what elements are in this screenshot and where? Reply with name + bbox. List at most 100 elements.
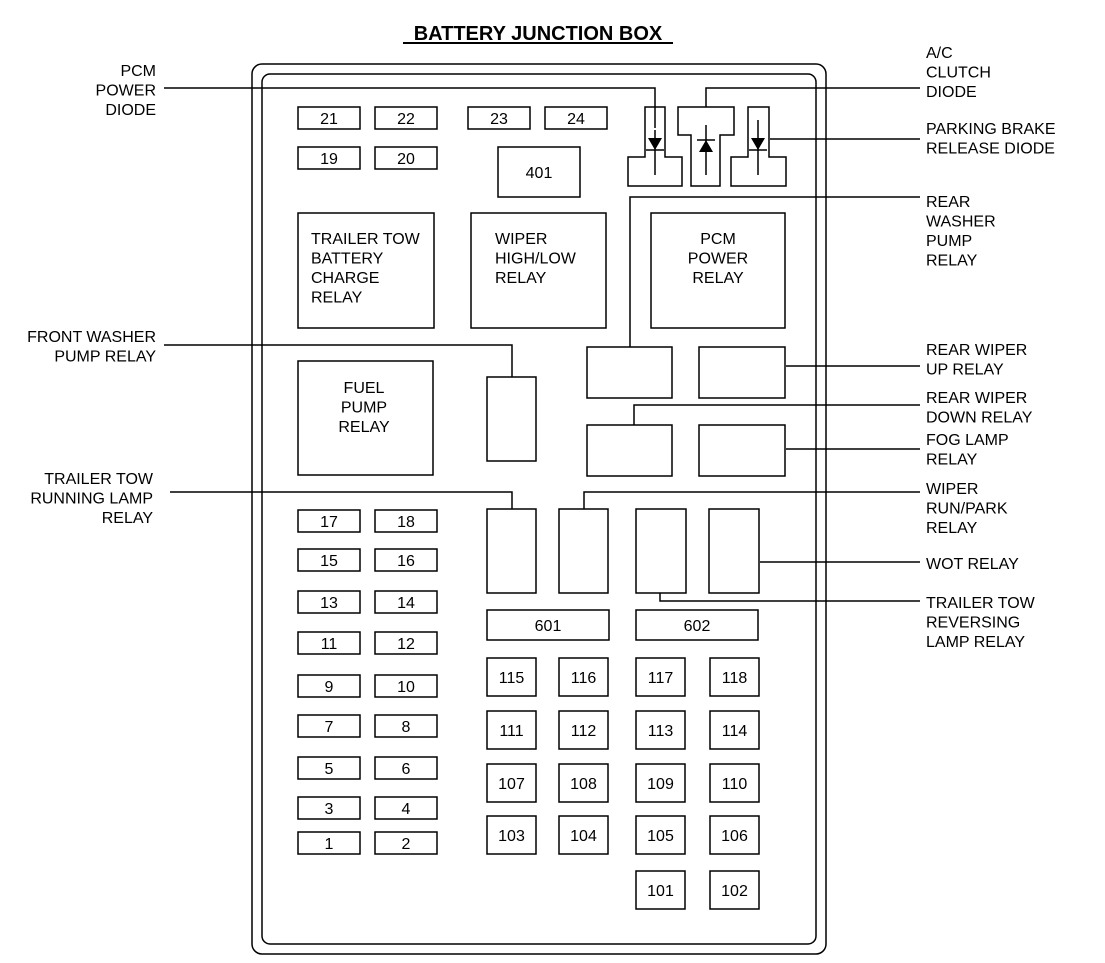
fuse-label: 2 [402,836,411,853]
leader-lines [164,87,920,602]
callout-label-line: REVERSING [926,615,1020,632]
fuse-24: 24 [544,106,608,130]
relay-label-line: TRAILER TOW [311,231,421,248]
fuse-box [558,710,609,750]
callout-label-line: TRAILER TOW [44,471,154,488]
callout-label-line: TRAILER TOW [926,595,1036,612]
callout-label-line: RELAY [926,253,978,270]
fuse-label: 18 [397,514,415,531]
fuse-box [635,657,686,697]
fuse-105: 105 [635,815,686,855]
callout-label-line: RELEASE DIODE [926,141,1055,158]
fuse-box [297,756,361,780]
fuse-401: 401 [497,146,581,198]
relay-label-line: FUEL [344,380,385,397]
fuse-109: 109 [635,763,686,803]
callout-label-line: PARKING BRAKE [926,121,1056,138]
fuse-116: 116 [558,657,609,697]
callout-label-line: RELAY [926,520,978,537]
trailer-tow-running-lamp-relay-box [486,508,537,594]
relay-box [297,212,435,329]
fuse-17: 17 [297,509,361,533]
fuse-label: 104 [570,828,597,845]
fog-lamp-relay-box [698,424,786,477]
callout-label-line: FOG LAMP [926,432,1009,449]
fuse-21: 21 [297,106,361,130]
fuse-label: 24 [567,111,585,128]
fuse-112: 112 [558,710,609,750]
callout-label-line: PUMP [926,233,972,250]
fuse-box [297,509,361,533]
fuse-label: 21 [320,111,338,128]
fuse-label: 11 [321,636,338,653]
fuse-box [374,631,438,655]
fuse-117: 117 [635,657,686,697]
fuse-box [558,815,609,855]
callout-parking-brake-release-diode: PARKING BRAKE RELEASE DIODE [926,121,1056,158]
callout-label-line: PCM [120,63,156,80]
fuse-box [558,763,609,803]
fuse-label: 1 [325,836,334,853]
fuse-113: 113 [635,710,686,750]
fuse-box [374,590,438,614]
fuse-label: 14 [397,595,415,612]
fuse-101: 101 [635,870,686,910]
wiper-run-park-relay-box [558,508,609,594]
callout-label-line: RELAY [926,452,978,469]
fuse-label: 401 [526,165,553,182]
fuse-box [635,870,686,910]
fuse-box [374,146,438,170]
callout-label-line: PUMP RELAY [54,349,156,366]
rear-washer-pump-relay-box [586,346,673,399]
callout-label-line: CLUTCH [926,65,991,82]
callout-label-line: DIODE [105,102,156,119]
fuse-5: 5 [297,756,361,780]
relay-label-line: CHARGE [311,270,379,287]
callout-label-line: WIPER [926,481,978,498]
callout-pcm-power-diode: PCM POWER DIODE [96,63,156,119]
fuse-box [486,657,537,697]
callout-label-line: POWER [96,83,156,100]
fuse-23: 23 [467,106,531,130]
fuse-box [709,815,760,855]
fuse-label: 103 [498,828,525,845]
fuse-118: 118 [709,657,760,697]
relay-label-line: POWER [688,251,748,268]
fuse-label: 601 [535,618,562,635]
fuse-13: 13 [297,590,361,614]
fuse-label: 114 [722,723,748,740]
relay-label-line: WIPER [495,231,547,248]
fuse-box [297,674,361,698]
callout-label-line: WOT RELAY [926,556,1019,573]
relay-label-line: PCM [700,231,736,248]
fuse-box [297,146,361,170]
relay-label-line: RELAY [495,270,547,287]
fuse-label: 22 [397,111,415,128]
parking-brake-release-diode-shape [730,106,787,187]
fuse-602: 602 [635,609,759,641]
fuse-label: 19 [320,151,338,168]
fuse-9: 9 [297,674,361,698]
callout-fog-lamp-relay: FOG LAMP RELAY [926,432,1009,469]
fuse-22: 22 [374,106,438,130]
fuse-box [297,590,361,614]
wot-relay-box [708,508,760,594]
fuse-label: 12 [397,636,415,653]
relay-label-line: HIGH/LOW [495,251,577,268]
callout-label-line: RELAY [102,510,154,527]
fuse-108: 108 [558,763,609,803]
fuse-107: 107 [486,763,537,803]
callout-label-line: WASHER [926,214,996,231]
ac-clutch-diode-shape [677,106,735,187]
relay-label-line: BATTERY [311,251,384,268]
fuse-label: 13 [320,595,338,612]
fuse-14: 14 [374,590,438,614]
callout-label-line: REAR WIPER [926,342,1027,359]
fuse-box [374,674,438,698]
fuse-label: 5 [325,761,334,778]
